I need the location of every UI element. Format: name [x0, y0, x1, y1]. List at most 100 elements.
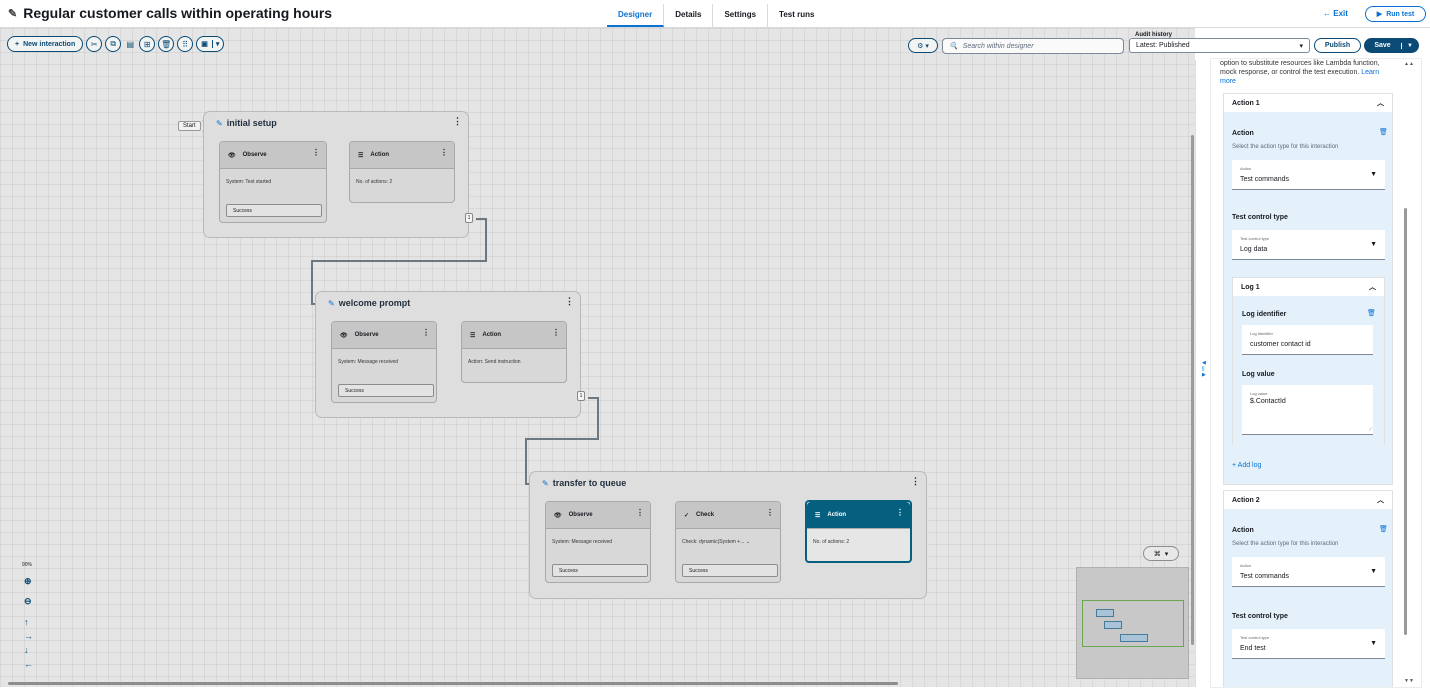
observe-card[interactable]: 👁Observe⋮ System: Test started Success — [219, 141, 327, 223]
test-control-type-select[interactable]: Test control type End test ▼ — [1232, 629, 1385, 659]
zoom-in-icon[interactable]: ⊕ — [24, 576, 32, 586]
card-title: Observe — [242, 152, 267, 158]
panel-resize-handle[interactable]: ◀||▶ — [1195, 60, 1209, 687]
audit-history-select[interactable]: Latest: Published▾ — [1129, 38, 1310, 53]
add-log-link[interactable]: + Add log — [1232, 462, 1262, 469]
action-help: Select the action type for this interact… — [1232, 144, 1339, 150]
grid-icon[interactable]: ⠿ — [177, 36, 194, 52]
chevron-down-icon[interactable]: ⌄ — [745, 539, 750, 545]
zoom-level: 90% — [22, 562, 33, 568]
caret-down-icon[interactable]: ▼ — [1401, 42, 1418, 49]
chevron-up-icon[interactable]: ︿ — [1377, 497, 1384, 504]
test-control-type-select[interactable]: Test control type Log data ▼ — [1232, 230, 1385, 260]
log-identifier-input[interactable]: Log identifier customer contact id — [1242, 325, 1373, 355]
layout-icon: ▣ — [201, 41, 208, 48]
action-card[interactable]: ☰Action⋮ No. of actions: 2 — [349, 141, 455, 203]
zoom-out-icon[interactable]: ⊖ — [24, 596, 32, 606]
group-transfer-to-queue[interactable]: ✎transfer to queue ⋮ 👁Observe⋮ System: M… — [529, 471, 927, 599]
gear-icon: ⚙ — [917, 42, 924, 50]
save-button[interactable]: Save▼ — [1364, 38, 1419, 53]
log-value-textarea[interactable]: Log value $.ContactId ⁄ — [1242, 385, 1373, 435]
check-card[interactable]: ✓Check⋮ Check: dynamic(System +... ⌄ Suc… — [675, 501, 781, 583]
tab-designer[interactable]: Designer — [607, 4, 665, 27]
pencil-icon[interactable]: ✎ — [542, 478, 549, 488]
scroll-up-icon[interactable]: ▲▲ — [1404, 61, 1414, 67]
pan-up-icon[interactable]: ↑ — [24, 617, 29, 627]
pencil-icon[interactable]: ✎ — [8, 7, 18, 20]
select-value: Log data — [1240, 246, 1268, 253]
output-success[interactable]: Success — [552, 564, 648, 577]
minimap-viewport[interactable] — [1082, 600, 1184, 647]
input-value: customer contact id — [1250, 341, 1311, 348]
more-options-icon[interactable]: ⋮ — [440, 148, 448, 157]
fit-view-button[interactable]: ⌘▾ — [1143, 546, 1179, 561]
more-options-icon[interactable]: ⋮ — [565, 296, 574, 306]
group-icon[interactable]: ⊞ — [139, 36, 156, 52]
paste-icon[interactable]: ▤ — [126, 39, 134, 49]
tab-test-runs[interactable]: Test runs — [779, 10, 815, 19]
pan-down-icon[interactable]: ↓ — [24, 645, 29, 655]
card-body: System: Message received — [338, 359, 399, 365]
canvas-horizontal-scrollbar[interactable] — [8, 682, 898, 685]
learn-more-link[interactable]: Learn more — [1220, 69, 1380, 85]
resize-grip-icon[interactable]: ⁄ — [1370, 427, 1371, 433]
pencil-icon[interactable]: ✎ — [328, 298, 335, 308]
panel-scrollbar[interactable] — [1404, 208, 1407, 635]
action-2-header[interactable]: Action 2︿ — [1224, 491, 1392, 509]
action-select[interactable]: Action Test commands ▼ — [1232, 160, 1385, 190]
check-icon: ✓ — [684, 512, 690, 519]
action-1-header[interactable]: Action 1︿ — [1224, 94, 1392, 112]
list-icon: ☰ — [470, 332, 476, 339]
pencil-icon[interactable]: ✎ — [216, 118, 223, 128]
action-2-section: Action 2︿ Action 🗑 Select the action typ… — [1223, 490, 1393, 687]
log-1-header[interactable]: Log 1︿ — [1233, 278, 1384, 296]
trash-icon[interactable]: 🗑 — [1367, 310, 1376, 317]
output-success[interactable]: Success — [226, 204, 322, 217]
action-select[interactable]: Action Test commands ▼ — [1232, 557, 1385, 587]
card-header: ☰Action⋮ — [350, 142, 454, 169]
settings-dropdown[interactable]: ⚙▾ — [908, 38, 938, 53]
scroll-down-icon[interactable]: ▼▼ — [1404, 678, 1414, 684]
output-success[interactable]: Success — [682, 564, 778, 577]
action-card[interactable]: ☰Action⋮ Action: Send instruction — [461, 321, 567, 383]
chevron-up-icon[interactable]: ︿ — [1369, 284, 1376, 291]
search-input[interactable]: 🔍Search within designer — [942, 38, 1124, 54]
card-header: ☰Action⋮ — [462, 322, 566, 349]
new-interaction-button[interactable]: +New interaction — [7, 36, 84, 52]
more-options-icon[interactable]: ⋮ — [552, 328, 560, 337]
more-options-icon[interactable]: ⋮ — [766, 508, 774, 517]
observe-card[interactable]: 👁Observe⋮ System: Message received Succe… — [545, 501, 651, 583]
pan-left-icon[interactable]: ← — [24, 659, 33, 669]
group-initial-setup[interactable]: ✎initial setup ⋮ 👁Observe⋮ System: Test … — [203, 111, 473, 238]
more-options-icon[interactable]: ⋮ — [453, 116, 462, 126]
more-options-icon[interactable]: ⋮ — [896, 508, 904, 517]
more-options-icon[interactable]: ⋮ — [636, 508, 644, 517]
more-options-icon[interactable]: ⋮ — [422, 328, 430, 337]
exit-button[interactable]: ← Exit — [1323, 9, 1348, 18]
output-success[interactable]: Success — [338, 384, 434, 397]
observe-card[interactable]: 👁Observe⋮ System: Message received Succe… — [331, 321, 437, 403]
tab-settings[interactable]: Settings — [713, 4, 769, 27]
copy-icon[interactable]: ⧉ — [105, 36, 122, 52]
action-card-selected[interactable]: ☰Action⋮ No. of actions: 2 — [805, 500, 912, 563]
run-test-button[interactable]: ▶Run test — [1365, 6, 1426, 22]
action-label: Action — [1232, 527, 1254, 534]
minimap[interactable] — [1076, 567, 1189, 679]
delete-icon[interactable]: 🗑 — [158, 36, 175, 52]
start-node[interactable]: Start — [178, 121, 201, 131]
pan-right-icon[interactable]: → — [24, 631, 33, 641]
canvas-vertical-scrollbar[interactable] — [1191, 135, 1194, 645]
view-menu-button[interactable]: ▣▾ — [196, 36, 225, 52]
exit-badge[interactable]: 1 — [465, 213, 473, 223]
group-welcome-prompt[interactable]: ✎welcome prompt ⋮ 👁Observe⋮ System: Mess… — [315, 291, 585, 418]
publish-button[interactable]: Publish — [1314, 38, 1361, 53]
trash-icon[interactable]: 🗑 — [1379, 526, 1388, 533]
more-options-icon[interactable]: ⋮ — [911, 476, 920, 486]
exit-badge[interactable]: 1 — [577, 391, 585, 401]
minimap-group — [1120, 634, 1148, 642]
tab-details[interactable]: Details — [664, 4, 714, 27]
chevron-up-icon[interactable]: ︿ — [1377, 100, 1384, 107]
trash-icon[interactable]: 🗑 — [1379, 129, 1388, 136]
more-options-icon[interactable]: ⋮ — [312, 148, 320, 157]
cut-icon[interactable]: ✂ — [86, 36, 103, 52]
